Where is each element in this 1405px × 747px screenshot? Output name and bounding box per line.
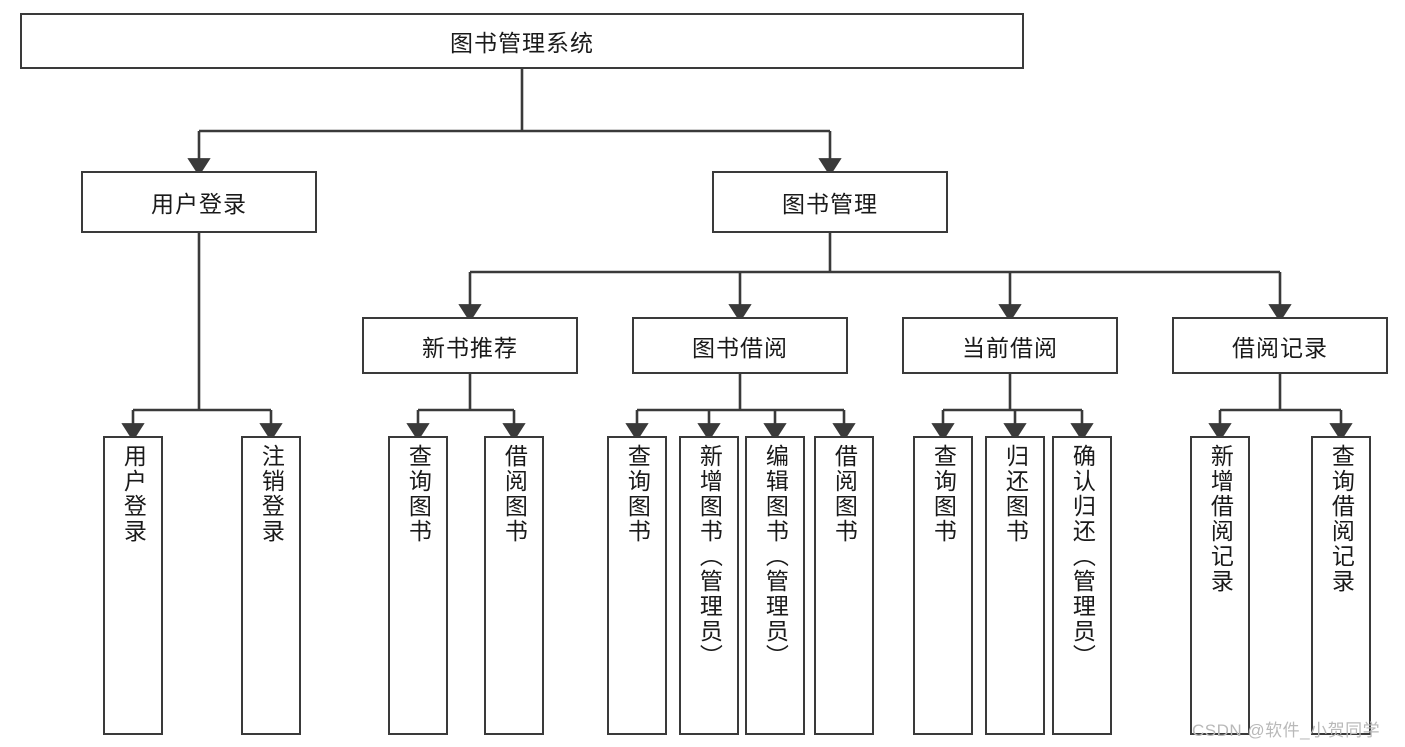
node-label: 新书推荐	[422, 334, 518, 361]
node-borrow-record[interactable]: 借阅记录	[1172, 317, 1388, 374]
node-label: 图书管理	[782, 191, 878, 217]
node-label: 查询图书	[405, 444, 432, 544]
node-label: 图书借阅	[692, 334, 788, 361]
node-label: 当前借阅	[962, 334, 1058, 361]
node-user-login[interactable]: 用户登录	[81, 171, 317, 233]
node-label: 新增借阅记录	[1207, 444, 1234, 594]
node-label: 用户登录	[151, 191, 247, 217]
node-leaf-query-book-3[interactable]: 查询图书	[913, 436, 973, 735]
node-leaf-borrow-book-2[interactable]: 借阅图书	[814, 436, 874, 735]
node-label: 查询图书	[930, 444, 957, 544]
node-leaf-query-record[interactable]: 查询借阅记录	[1311, 436, 1371, 735]
node-label: 归还图书	[1002, 444, 1029, 544]
node-leaf-return-book[interactable]: 归还图书	[985, 436, 1045, 735]
node-label: 用户登录	[120, 444, 147, 544]
node-label: 借阅图书	[831, 444, 858, 544]
node-label: 查询借阅记录	[1328, 444, 1355, 594]
node-root-system[interactable]: 图书管理系统	[20, 13, 1024, 69]
node-leaf-borrow-book-1[interactable]: 借阅图书	[484, 436, 544, 735]
node-new-book-recommend[interactable]: 新书推荐	[362, 317, 578, 374]
node-leaf-add-record[interactable]: 新增借阅记录	[1190, 436, 1250, 735]
node-leaf-edit-book[interactable]: 编辑图书（管理员）	[745, 436, 805, 735]
node-label: 注销登录	[258, 444, 285, 544]
node-label: 借阅记录	[1232, 334, 1328, 361]
csdn-watermark: CSDN @软件_小贺同学	[1192, 721, 1381, 740]
node-label: 查询图书	[624, 444, 651, 544]
node-label: 确认归还（管理员）	[1069, 444, 1096, 669]
node-book-borrow[interactable]: 图书借阅	[632, 317, 848, 374]
node-current-borrow[interactable]: 当前借阅	[902, 317, 1118, 374]
node-leaf-query-book-2[interactable]: 查询图书	[607, 436, 667, 735]
node-leaf-user-logout[interactable]: 注销登录	[241, 436, 301, 735]
node-label: 新增图书（管理员）	[696, 444, 723, 669]
node-leaf-add-book[interactable]: 新增图书（管理员）	[679, 436, 739, 735]
node-label: 编辑图书（管理员）	[762, 444, 789, 669]
node-book-management[interactable]: 图书管理	[712, 171, 948, 233]
node-leaf-confirm-return[interactable]: 确认归还（管理员）	[1052, 436, 1112, 735]
node-label: 借阅图书	[501, 444, 528, 544]
node-label: 图书管理系统	[450, 30, 594, 56]
node-leaf-user-login[interactable]: 用户登录	[103, 436, 163, 735]
node-leaf-query-book-1[interactable]: 查询图书	[388, 436, 448, 735]
